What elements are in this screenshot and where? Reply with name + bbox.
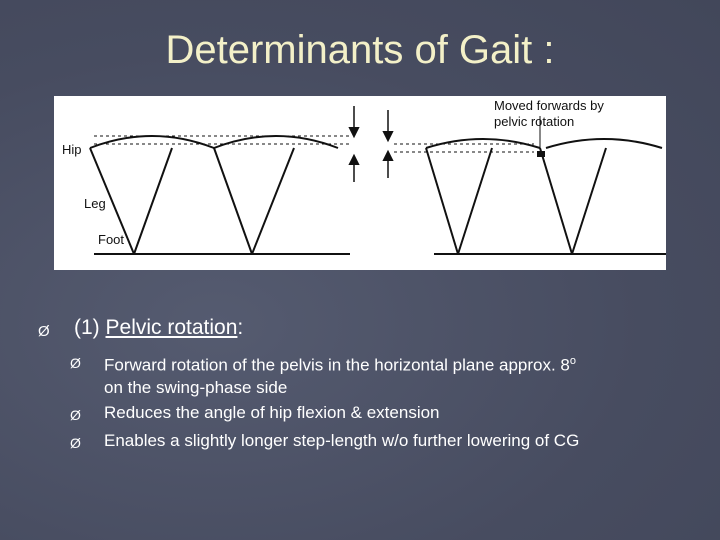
sub-bullet-arrow-icon: Ø <box>70 355 81 371</box>
sub-bullet-arrow-icon: Ø <box>70 435 81 451</box>
leg-line <box>89 147 135 255</box>
leg-line <box>251 147 295 255</box>
hip-label: Hip <box>62 142 82 157</box>
leg-line <box>213 147 253 255</box>
main-bullet-number: (1) <box>74 316 100 339</box>
hip-arc <box>545 138 663 149</box>
leg-line <box>571 147 607 255</box>
leg-line <box>425 147 459 255</box>
sub-bullet-2-text: Reduces the angle of hip flexion & exten… <box>104 403 440 422</box>
gait-diagram-svg: Hip Leg Foot Moved forwards by pelvic ro… <box>62 98 666 255</box>
main-bullet-arrow-icon: Ø <box>38 323 50 340</box>
sub-bullet-1: Ø Forward rotation of the pelvis in the … <box>70 350 577 399</box>
leg-line <box>457 147 493 255</box>
hip-arc <box>425 138 541 149</box>
leg-label: Leg <box>84 196 106 211</box>
leg-line <box>133 147 173 255</box>
pelvic-rotation-label: pelvic rotation <box>494 114 574 129</box>
gait-diagram: Hip Leg Foot Moved forwards by pelvic ro… <box>54 96 666 270</box>
degree-superscript: o <box>569 355 577 367</box>
foot-label: Foot <box>98 232 124 247</box>
moved-forwards-label: Moved forwards by <box>494 98 604 113</box>
sub-bullet-1-text-line2: on the swing-phase side <box>104 377 288 397</box>
main-bullet-colon: : <box>237 316 244 339</box>
slide-title: Determinants of Gait : <box>165 28 555 72</box>
leg-line <box>539 147 573 255</box>
sub-bullet-1-text: Forward rotation of the pelvis in the ho… <box>104 355 570 375</box>
main-bullet-heading: Pelvic rotation <box>105 316 238 339</box>
main-bullet: (1) Pelvic rotation: <box>74 316 243 340</box>
sub-bullet-3: Ø Enables a slightly longer step-length … <box>70 430 580 452</box>
sub-bullet-3-text: Enables a slightly longer step-length w/… <box>104 431 580 450</box>
sub-bullet-2: Ø Reduces the angle of hip flexion & ext… <box>70 402 440 424</box>
hip-arc <box>89 135 215 149</box>
hip-arc <box>213 135 339 149</box>
sub-bullet-arrow-icon: Ø <box>70 407 81 423</box>
